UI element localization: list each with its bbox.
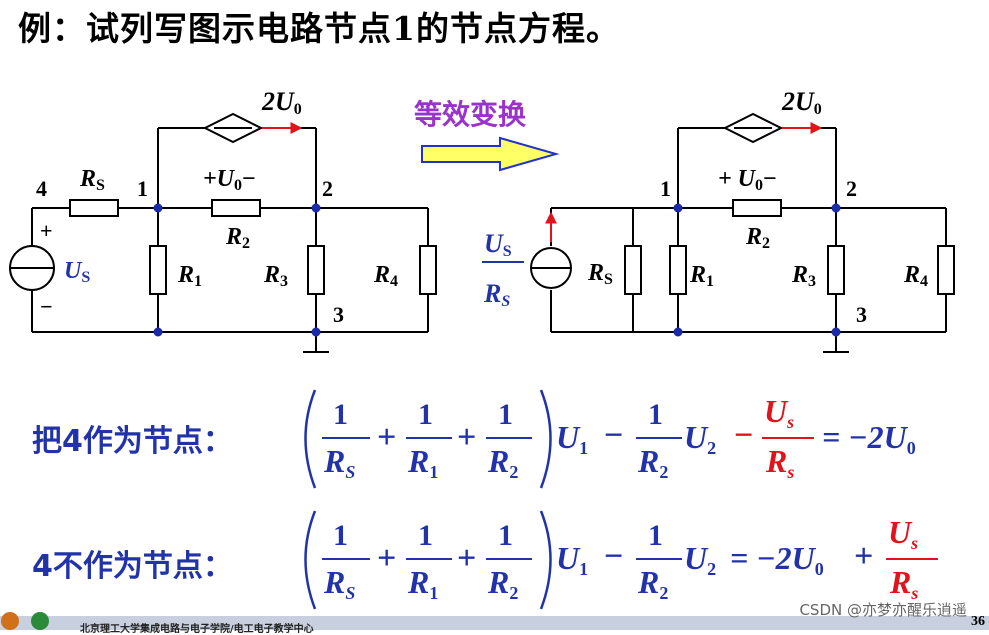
resistor-r1 — [149, 245, 167, 295]
svg-text:Rs: Rs — [889, 564, 918, 603]
equation-2: 4不作为节点： 1 RS + 1 R1 + 1 R2 U1 − 1 R2 U2 … — [0, 503, 989, 623]
svg-text:R2: R2 — [745, 224, 770, 252]
page-number: 36 — [971, 614, 985, 629]
svg-text:U1: U1 — [556, 540, 588, 579]
svg-text:R3: R3 — [791, 262, 816, 290]
svg-text:US: US — [484, 229, 512, 260]
svg-text:RS: RS — [323, 443, 355, 482]
svg-text:RS: RS — [323, 564, 355, 603]
svg-text:R1: R1 — [177, 262, 202, 290]
svg-text:2U0: 2U0 — [781, 87, 822, 118]
node-1-left — [153, 203, 163, 213]
equation-1-label: 把4作为节点： — [32, 424, 233, 459]
svg-text:+: + — [377, 419, 396, 456]
svg-text:−: − — [604, 538, 623, 575]
left-resistors — [69, 199, 437, 295]
svg-text:1: 1 — [333, 519, 348, 552]
svg-text:+: + — [457, 540, 476, 577]
svg-text:−: − — [734, 417, 753, 454]
node-1-label: 1 — [137, 176, 148, 201]
svg-text:1: 1 — [418, 519, 433, 552]
transform-arrow — [421, 136, 560, 172]
footer-bar — [0, 612, 989, 630]
svg-text:1: 1 — [648, 398, 663, 431]
page-title: 例：试列写图示电路节点1的节点方程。 — [18, 9, 620, 48]
svg-text:−: − — [40, 294, 53, 319]
svg-text:+: + — [40, 218, 53, 243]
svg-text:Rs: Rs — [765, 443, 794, 482]
svg-text:+: + — [854, 538, 873, 575]
transform-label: 等效变换 — [414, 98, 527, 131]
svg-text:Us: Us — [888, 514, 918, 553]
svg-text:R2: R2 — [487, 564, 518, 603]
svg-text:+ U0−: + U0− — [718, 166, 777, 194]
svg-text:RS: RS — [79, 166, 105, 194]
svg-text:1: 1 — [648, 519, 663, 552]
svg-text:RS: RS — [587, 260, 613, 288]
node-2-label: 2 — [322, 176, 333, 201]
svg-text:1: 1 — [498, 519, 513, 552]
svg-text:1: 1 — [498, 398, 513, 431]
svg-text:RS: RS — [483, 279, 510, 310]
svg-text:−: − — [604, 417, 623, 454]
svg-text:1: 1 — [418, 398, 433, 431]
node-3-label: 3 — [333, 302, 344, 327]
svg-text:+U0−: +U0− — [203, 166, 256, 194]
left-source-label: 2U — [261, 87, 295, 116]
svg-text:R2: R2 — [637, 443, 668, 482]
footer-text: 北京理工大学集成电路与电子学院/电工电子教学中心 — [80, 624, 314, 635]
svg-text:R3: R3 — [263, 262, 288, 290]
resistor-r4 — [419, 245, 437, 295]
svg-text:+: + — [377, 540, 396, 577]
svg-text:2: 2 — [846, 176, 857, 201]
svg-text:US: US — [64, 258, 90, 286]
logo-icon — [1, 612, 19, 630]
svg-text:= −2U0: = −2U0 — [822, 419, 916, 458]
svg-text:R1: R1 — [407, 564, 438, 603]
svg-text:3: 3 — [856, 302, 867, 327]
watermark: CSDN @亦梦亦醒乐逍遥 — [799, 601, 967, 619]
svg-text:R1: R1 — [689, 262, 714, 290]
node-2-left — [311, 203, 321, 213]
svg-text:R2: R2 — [637, 564, 668, 603]
svg-text:R2: R2 — [225, 224, 250, 252]
equation-2-label: 4不作为节点： — [32, 549, 233, 584]
svg-text:Us: Us — [764, 393, 794, 432]
right-resistors — [624, 199, 955, 295]
node-4-label: 4 — [36, 176, 47, 201]
svg-text:R4: R4 — [903, 262, 928, 290]
svg-text:+: + — [457, 419, 476, 456]
svg-text:1: 1 — [660, 176, 671, 201]
node-3-left — [311, 327, 321, 337]
svg-text:U2: U2 — [684, 419, 716, 458]
svg-text:U2: U2 — [684, 540, 716, 579]
equation-1: 把4作为节点： 1 RS + 1 R1 + 1 R2 U1 − 1 R2 — [0, 380, 989, 500]
svg-text:2U0: 2U0 — [261, 87, 302, 118]
resistor-r2 — [211, 199, 261, 217]
circuit-diagrams: 2U0 4 1 2 3 RS +U0− R2 R1 R3 R4 + US − 等… — [9, 87, 955, 353]
svg-text:R4: R4 — [373, 262, 398, 290]
svg-text:U1: U1 — [556, 419, 588, 458]
resistor-rs — [69, 199, 119, 217]
svg-text:R1: R1 — [407, 443, 438, 482]
svg-text:1: 1 — [333, 398, 348, 431]
svg-text:R2: R2 — [487, 443, 518, 482]
svg-text:= −2U0: = −2U0 — [730, 540, 824, 579]
resistor-r3 — [307, 245, 325, 295]
